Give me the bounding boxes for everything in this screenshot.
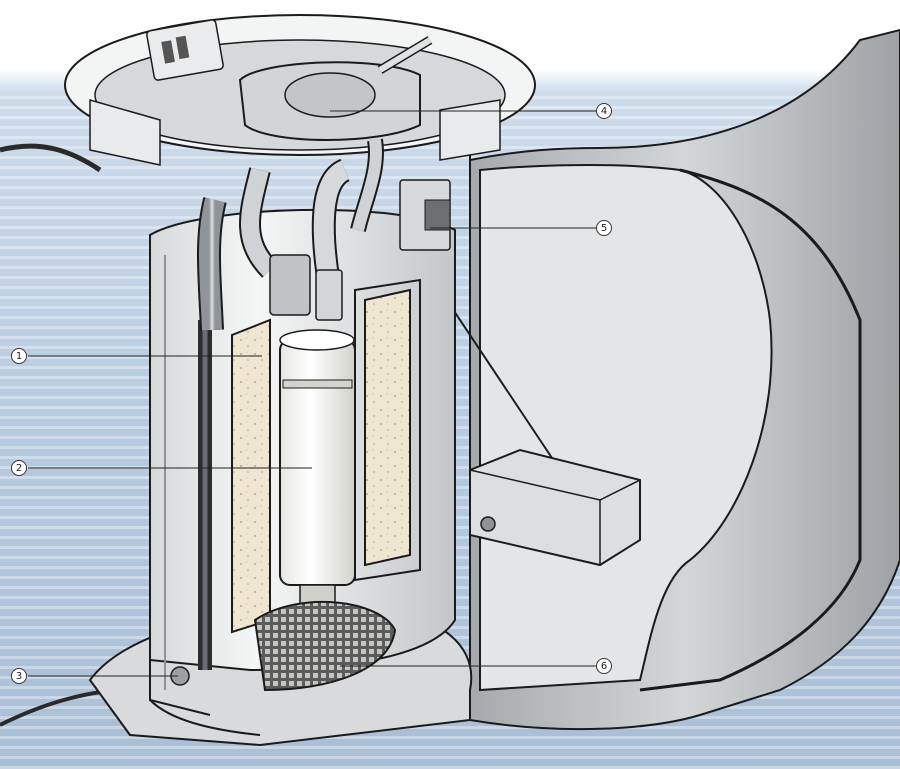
fuel-tank-inner [479, 164, 773, 692]
callout-4: 4 [596, 103, 612, 119]
fuel-hoses [197, 138, 384, 331]
callout-leaders [28, 110, 596, 677]
pressure-regulator [399, 179, 451, 251]
level-sensor-float [439, 289, 641, 567]
wire-harness [0, 143, 102, 173]
callout-1: 1 [11, 348, 27, 364]
fuel-filter-left [231, 318, 271, 634]
callout-6: 6 [596, 658, 612, 674]
module-flange [64, 14, 536, 166]
electric-fuel-pump [279, 329, 356, 606]
callout-3: 3 [11, 668, 27, 684]
callout-5: 5 [596, 220, 612, 236]
fuel-filter-right [364, 288, 411, 567]
strainer-mesh [253, 600, 397, 692]
fuel-tank-wall [639, 168, 862, 692]
callout-2: 2 [11, 460, 27, 476]
